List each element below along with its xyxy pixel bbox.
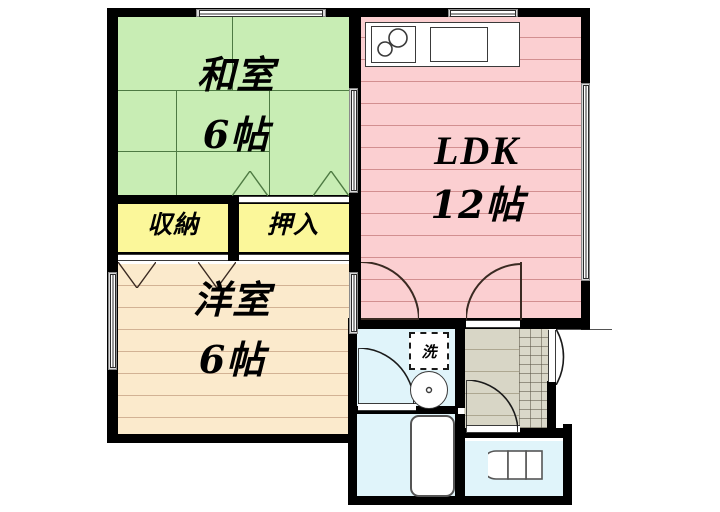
wall-exterior-right-lower: [563, 424, 572, 504]
tatami-seam: [232, 16, 233, 90]
door-sill-genkan: [548, 330, 556, 382]
door-swing-ldk-right[interactable]: [466, 262, 522, 320]
door-sill-hall-bottom: [466, 425, 520, 433]
tatami-seam: [118, 90, 349, 91]
window-japanese-room-top[interactable]: [199, 10, 323, 17]
tatami-seam: [118, 151, 269, 152]
label-japanese-room: 和室: [196, 52, 275, 97]
washing-machine-space: 洗: [409, 332, 449, 370]
wall-closets-bottom: [107, 252, 357, 261]
door-swing-ldk-left[interactable]: [361, 262, 419, 320]
toilet-icon: [488, 450, 543, 480]
door-sill-western-room-top-right: [239, 254, 349, 261]
wall-genkan-top: [519, 318, 583, 329]
washing-machine-label: 洗: [421, 342, 437, 361]
label-western-room-size: 6帖: [198, 337, 266, 382]
wall-ldk-bottom: [348, 318, 583, 329]
door-sill-hall-to-ldk: [466, 320, 520, 328]
door-sill-washroom: [358, 403, 416, 411]
door-swing-entrance[interactable]: [556, 329, 614, 385]
wall-bath-toilet-divider: [455, 414, 465, 504]
wall-exterior-left: [107, 8, 118, 443]
label-ldk-size: 12帖: [430, 182, 525, 227]
wall-genkan-step: [547, 381, 556, 437]
window-ldk-right[interactable]: [583, 85, 589, 279]
gas-stove-icon: [371, 26, 416, 63]
door-sill-japanese-room-to-closet: [239, 196, 349, 203]
window-western-room-left[interactable]: [110, 274, 116, 368]
bathtub-icon: [410, 415, 455, 497]
fusuma-mark-japanese-room-right: [312, 169, 350, 197]
room-fill-futon-closet: [238, 202, 349, 254]
fusuma-mark-western-room-right: [197, 261, 237, 290]
label-storage-closet: 収納: [146, 210, 199, 239]
label-ldk: LDK: [434, 128, 520, 173]
wall-between-closets: [228, 195, 239, 257]
tatami-seam: [176, 90, 177, 197]
wall-hall-bottom: [455, 428, 565, 438]
window-japanese-room-right[interactable]: [351, 90, 357, 191]
room-fill-storage-closet: [118, 202, 228, 254]
label-japanese-room-size: 6帖: [202, 112, 270, 157]
washbasin-icon: [410, 371, 448, 409]
fusuma-mark-western-room-left: [117, 261, 157, 290]
tatami-seam: [269, 90, 270, 197]
door-sill-western-room-top-left: [118, 254, 228, 261]
window-ldk-top[interactable]: [450, 10, 516, 17]
room-fill-genkan: [519, 328, 549, 433]
label-western-room: 洋室: [192, 277, 271, 322]
fusuma-mark-japanese-room-left: [231, 169, 269, 197]
door-swing-washroom[interactable]: [358, 348, 414, 404]
kitchen-sink-icon: [430, 27, 488, 62]
label-futon-closet: 押入: [266, 210, 319, 239]
wall-exterior-top: [107, 8, 590, 17]
wall-exterior-bottom-left: [107, 434, 357, 443]
door-swing-hall[interactable]: [466, 380, 518, 432]
genkan-tile-pattern: [519, 328, 549, 433]
wall-washroom-hall-divider: [455, 318, 465, 408]
window-western-room-right[interactable]: [351, 274, 357, 332]
room-fill-japanese-room: [118, 16, 349, 197]
